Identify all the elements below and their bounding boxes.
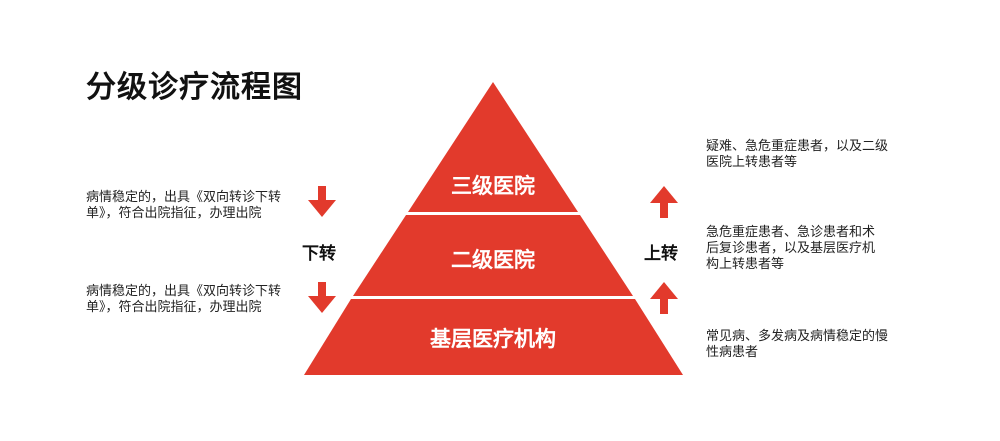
arrow-down-icon bbox=[308, 186, 336, 217]
down-referral-label: 下转 bbox=[302, 244, 336, 264]
tier-label-secondary-hospital: 二级医院 bbox=[451, 248, 535, 272]
pyramid-tier-top bbox=[408, 82, 578, 212]
up-note-secondary: 急危重症患者、急诊患者和术后复诊患者，以及基层医疗机构上转患者等 bbox=[706, 225, 876, 272]
down-note-2: 病情稳定的，出具《双向转诊下转单》，符合出院指征，办理出院 bbox=[86, 284, 282, 315]
arrow-down-icon bbox=[308, 282, 336, 313]
up-note-primary: 常见病、多发病及病情稳定的慢性病患者 bbox=[706, 329, 889, 360]
up-referral-label: 上转 bbox=[644, 244, 678, 264]
arrow-up-icon bbox=[650, 282, 678, 314]
down-note-1: 病情稳定的，出具《双向转诊下转单》，符合出院指征，办理出院 bbox=[86, 190, 282, 221]
page-title: 分级诊疗流程图 bbox=[86, 70, 303, 105]
arrow-up-icon bbox=[650, 186, 678, 218]
tier-label-tertiary-hospital: 三级医院 bbox=[451, 174, 535, 198]
pyramid-tier-bottom bbox=[304, 299, 683, 375]
tier-label-primary-care: 基层医疗机构 bbox=[430, 327, 556, 351]
up-note-tertiary: 疑难、急危重症患者，以及二级医院上转患者等 bbox=[706, 139, 889, 170]
pyramid-tier-middle bbox=[353, 215, 633, 296]
